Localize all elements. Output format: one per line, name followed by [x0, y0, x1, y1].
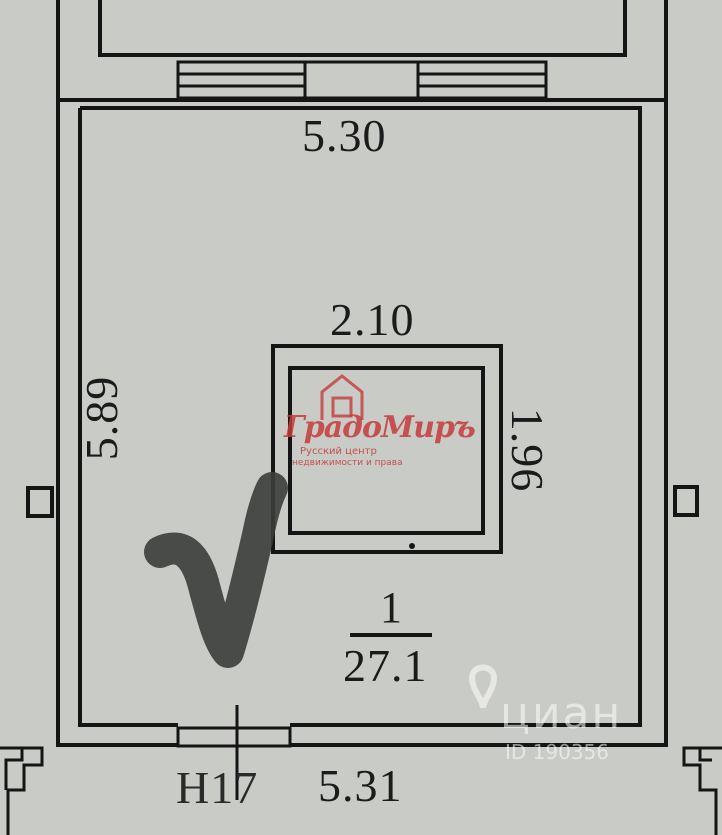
outer-corners — [0, 746, 722, 835]
axis-label: Н17 — [176, 762, 259, 813]
top-wall-length: 5.30 — [302, 110, 387, 161]
column-depth: 1.96 — [502, 407, 553, 493]
gradomir-logo-icon — [320, 374, 364, 420]
side-markers — [26, 485, 699, 518]
room-number: 1 — [380, 583, 403, 632]
check-mark-icon — [144, 472, 288, 668]
cian-id-watermark: ID 190356 — [505, 740, 610, 764]
upper-room — [56, 0, 668, 100]
cian-pin-icon — [468, 664, 498, 709]
gradomir-subtitle-1: Русский центр — [300, 446, 377, 457]
central-column — [271, 344, 503, 554]
room-area: 27.1 — [343, 640, 428, 691]
top-window — [176, 60, 548, 100]
gradomir-watermark: ГрадоМиръ — [284, 410, 476, 445]
bottom-door — [176, 705, 292, 800]
cian-watermark: циан — [500, 688, 623, 739]
bottom-wall-length: 5.31 — [318, 760, 403, 811]
room-walls — [56, 98, 668, 747]
gradomir-subtitle-2: недвижимости и права — [292, 458, 403, 468]
left-wall-length: 5.89 — [76, 375, 127, 461]
column-width: 2.10 — [330, 294, 415, 345]
column-dot — [409, 543, 415, 549]
